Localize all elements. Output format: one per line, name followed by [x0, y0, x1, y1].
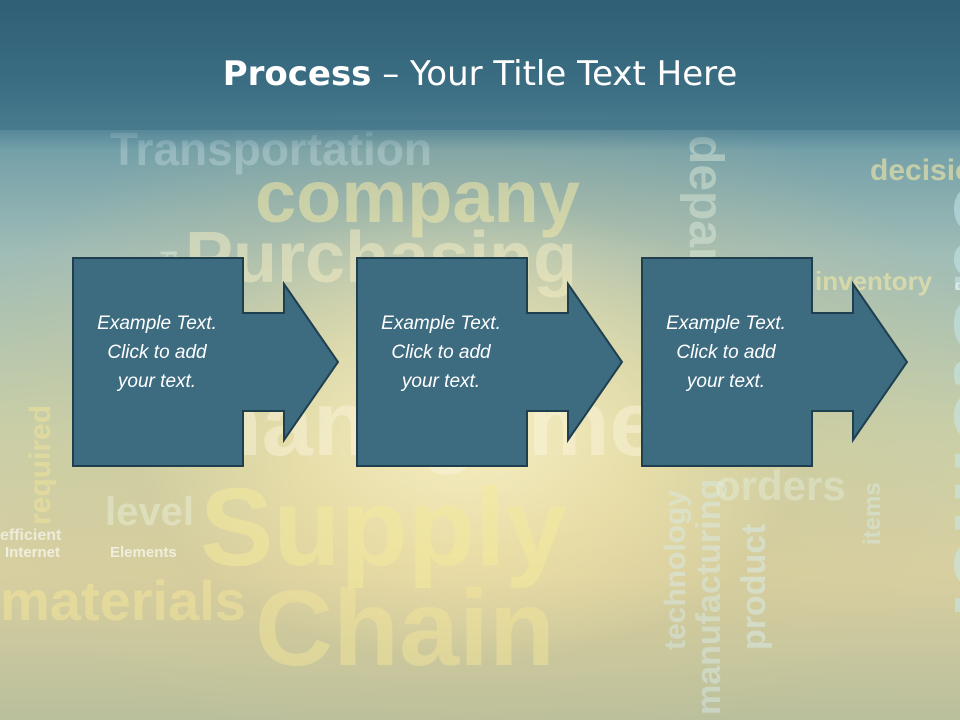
process-step-3[interactable]: Example Text. Click to add your text.: [641, 257, 911, 467]
arrow-callout-shape: [356, 257, 624, 467]
process-step-2[interactable]: Example Text. Click to add your text.: [356, 257, 626, 467]
title-bar-fade: [0, 120, 960, 150]
bg-word: items: [859, 482, 886, 545]
title-bar: [0, 0, 960, 130]
step-line: Click to add: [391, 342, 491, 363]
slide-title[interactable]: Process – Your Title Text Here: [0, 52, 960, 96]
step-line: Click to add: [676, 342, 776, 363]
title-bold: Process: [222, 54, 372, 94]
step-text: Example Text. Click to add your text.: [356, 309, 526, 396]
arrow-callout-shape: [72, 257, 340, 467]
bg-word: required: [24, 405, 57, 525]
bg-word: customer: [933, 180, 960, 630]
bg-word: Internet: [5, 544, 60, 561]
bg-word: inventory: [815, 266, 933, 296]
bg-word: technology: [659, 490, 692, 650]
bg-word: product: [735, 523, 773, 650]
bg-word: Chain: [255, 567, 555, 688]
arrow-callout-shape: [641, 257, 909, 467]
step-line: Example Text.: [381, 313, 501, 334]
process-step-1[interactable]: Example Text. Click to add your text.: [72, 257, 342, 467]
step-line: your text.: [117, 371, 197, 392]
bg-word: Supply: [200, 466, 567, 589]
bg-word: decisions: [870, 154, 960, 187]
step-line: Example Text.: [666, 313, 786, 334]
bg-word: distribution: [955, 277, 960, 293]
bg-word: materials: [0, 569, 246, 632]
title-rest: – Your Title Text Here: [371, 54, 738, 94]
bg-word: company: [255, 155, 580, 238]
bg-word: orders: [715, 462, 846, 509]
bg-word: Elements: [110, 544, 177, 561]
step-text: Example Text. Click to add your text.: [72, 309, 242, 396]
bg-word: manufacturing: [690, 479, 728, 715]
step-line: Click to add: [107, 342, 207, 363]
bg-word: level: [105, 490, 194, 534]
step-line: Example Text.: [97, 313, 217, 334]
step-text: Example Text. Click to add your text.: [641, 309, 811, 396]
step-line: your text.: [686, 371, 766, 392]
step-line: your text.: [401, 371, 481, 392]
bg-word: efficient: [0, 527, 62, 544]
